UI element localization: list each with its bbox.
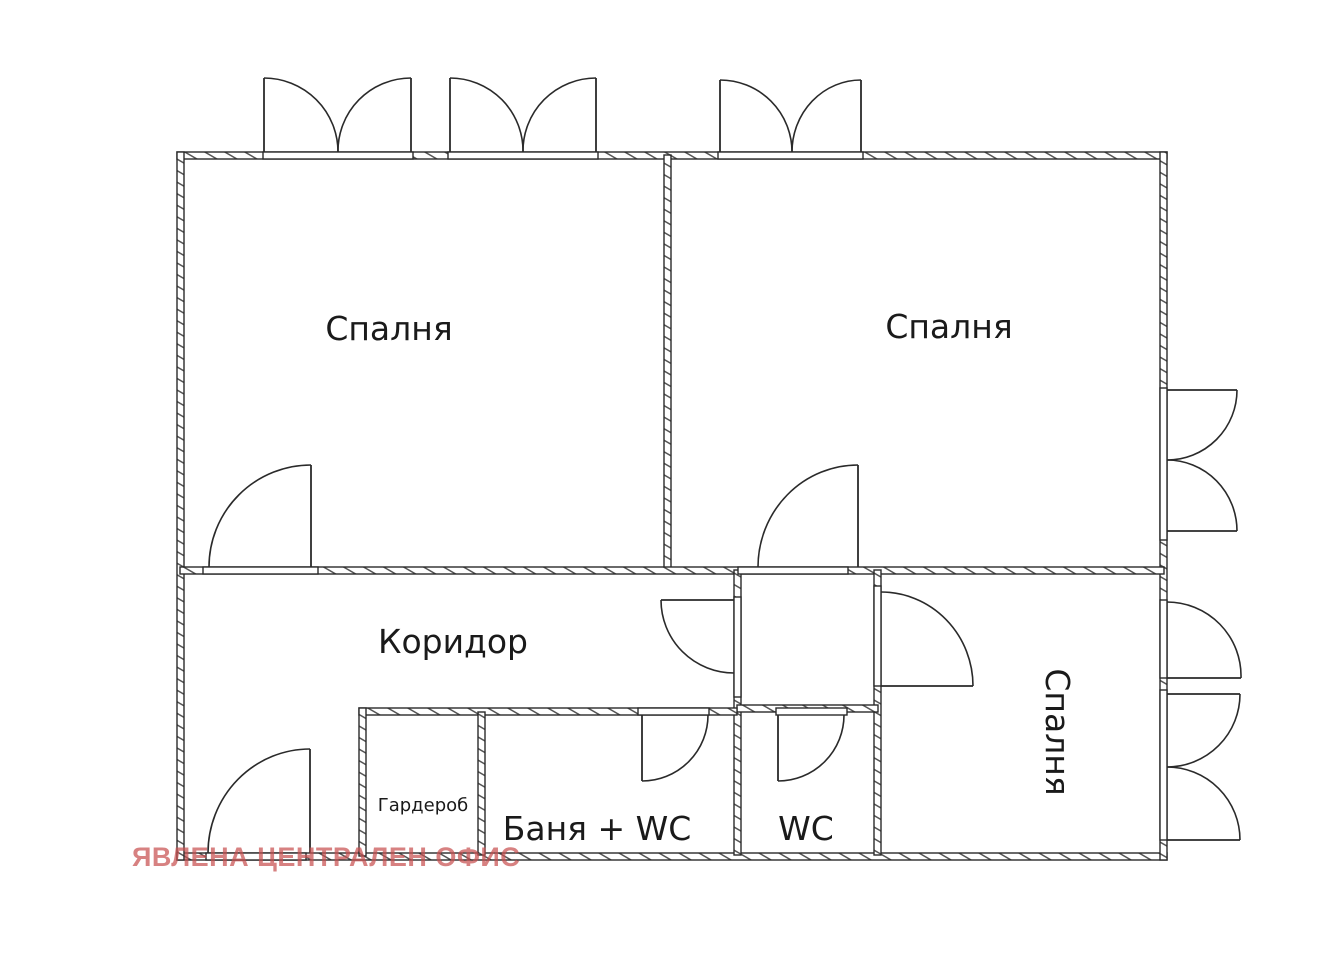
room-label-bedroom-3: Спалня xyxy=(1038,668,1077,795)
door-wc xyxy=(777,714,845,782)
window-swing-top-3 xyxy=(719,79,862,153)
room-label-corridor: Коридор xyxy=(378,622,528,661)
walls xyxy=(176,151,1168,861)
watermark: ЯВЛЕНА ЦЕНТРАЛЕН ОФИС xyxy=(132,842,521,872)
room-label-bathroom: Баня + WC xyxy=(503,809,692,848)
room-label-bedroom-1: Спалня xyxy=(325,309,452,348)
door-entrance xyxy=(207,748,311,854)
room-label-wc: WC xyxy=(778,809,834,848)
door-bathroom xyxy=(641,714,709,782)
door-bedroom-2 xyxy=(757,464,859,568)
window-swing-top-1 xyxy=(263,77,412,153)
door-bedroom-3 xyxy=(880,591,974,687)
window-swing-right-3 xyxy=(1166,693,1241,841)
door-corridor-vestibule xyxy=(660,599,735,674)
wall-openings xyxy=(202,151,1168,861)
room-label-wardrobe: Гардероб xyxy=(378,795,469,816)
door-bedroom-1 xyxy=(208,464,312,568)
window-swing-right-2 xyxy=(1166,601,1242,679)
room-label-bedroom-2: Спалня xyxy=(885,307,1012,346)
window-swing-top-2 xyxy=(449,77,597,153)
window-swing-right-1 xyxy=(1166,389,1238,532)
